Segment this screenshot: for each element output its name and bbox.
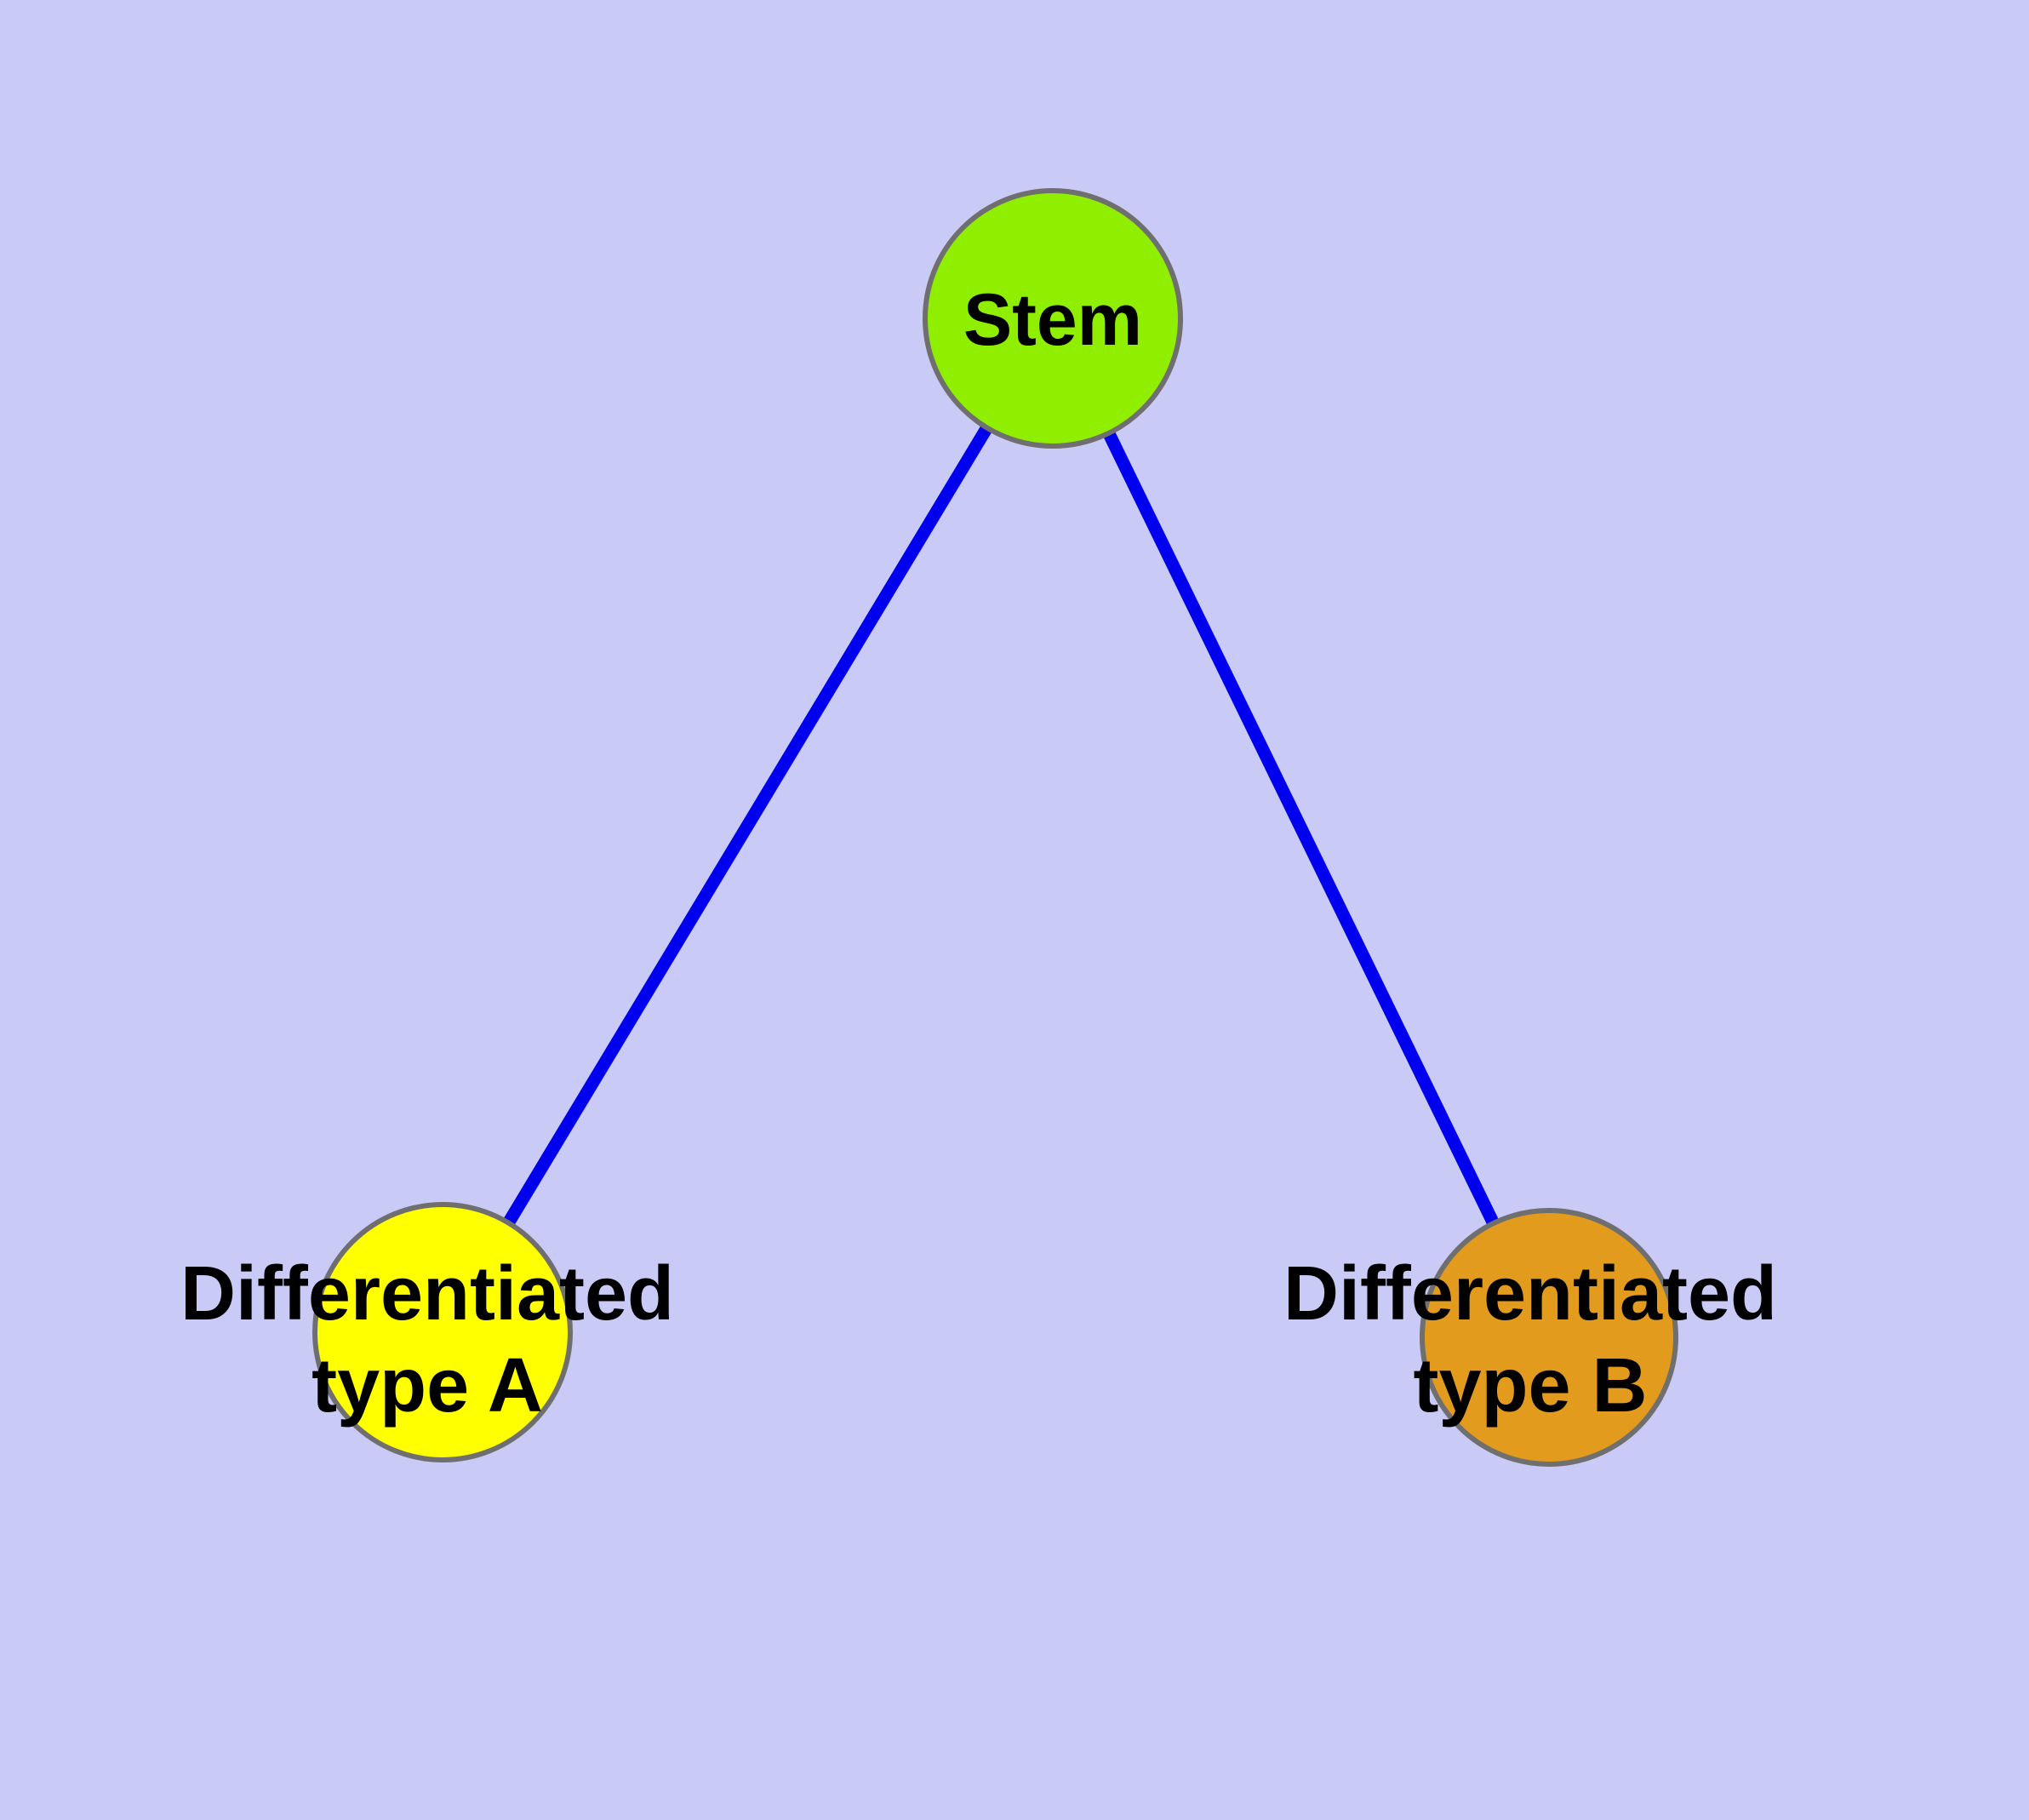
node-type-b-label-line1: Differentiated	[1283, 1251, 1777, 1336]
node-stem-circle	[923, 188, 1183, 449]
node-stem-label: Stem	[963, 279, 1142, 361]
edge-stem-to-type-a	[437, 315, 1059, 1336]
node-type-b-circle	[1420, 1208, 1678, 1467]
node-type-a-label-line2: type A	[311, 1343, 543, 1428]
node-type-a-circle	[312, 1202, 573, 1462]
node-type-a-label-line1: Differentiated	[180, 1251, 674, 1336]
edge-stem-to-type-b	[1047, 315, 1555, 1341]
node-type-b-label-line2: type B	[1413, 1343, 1647, 1428]
